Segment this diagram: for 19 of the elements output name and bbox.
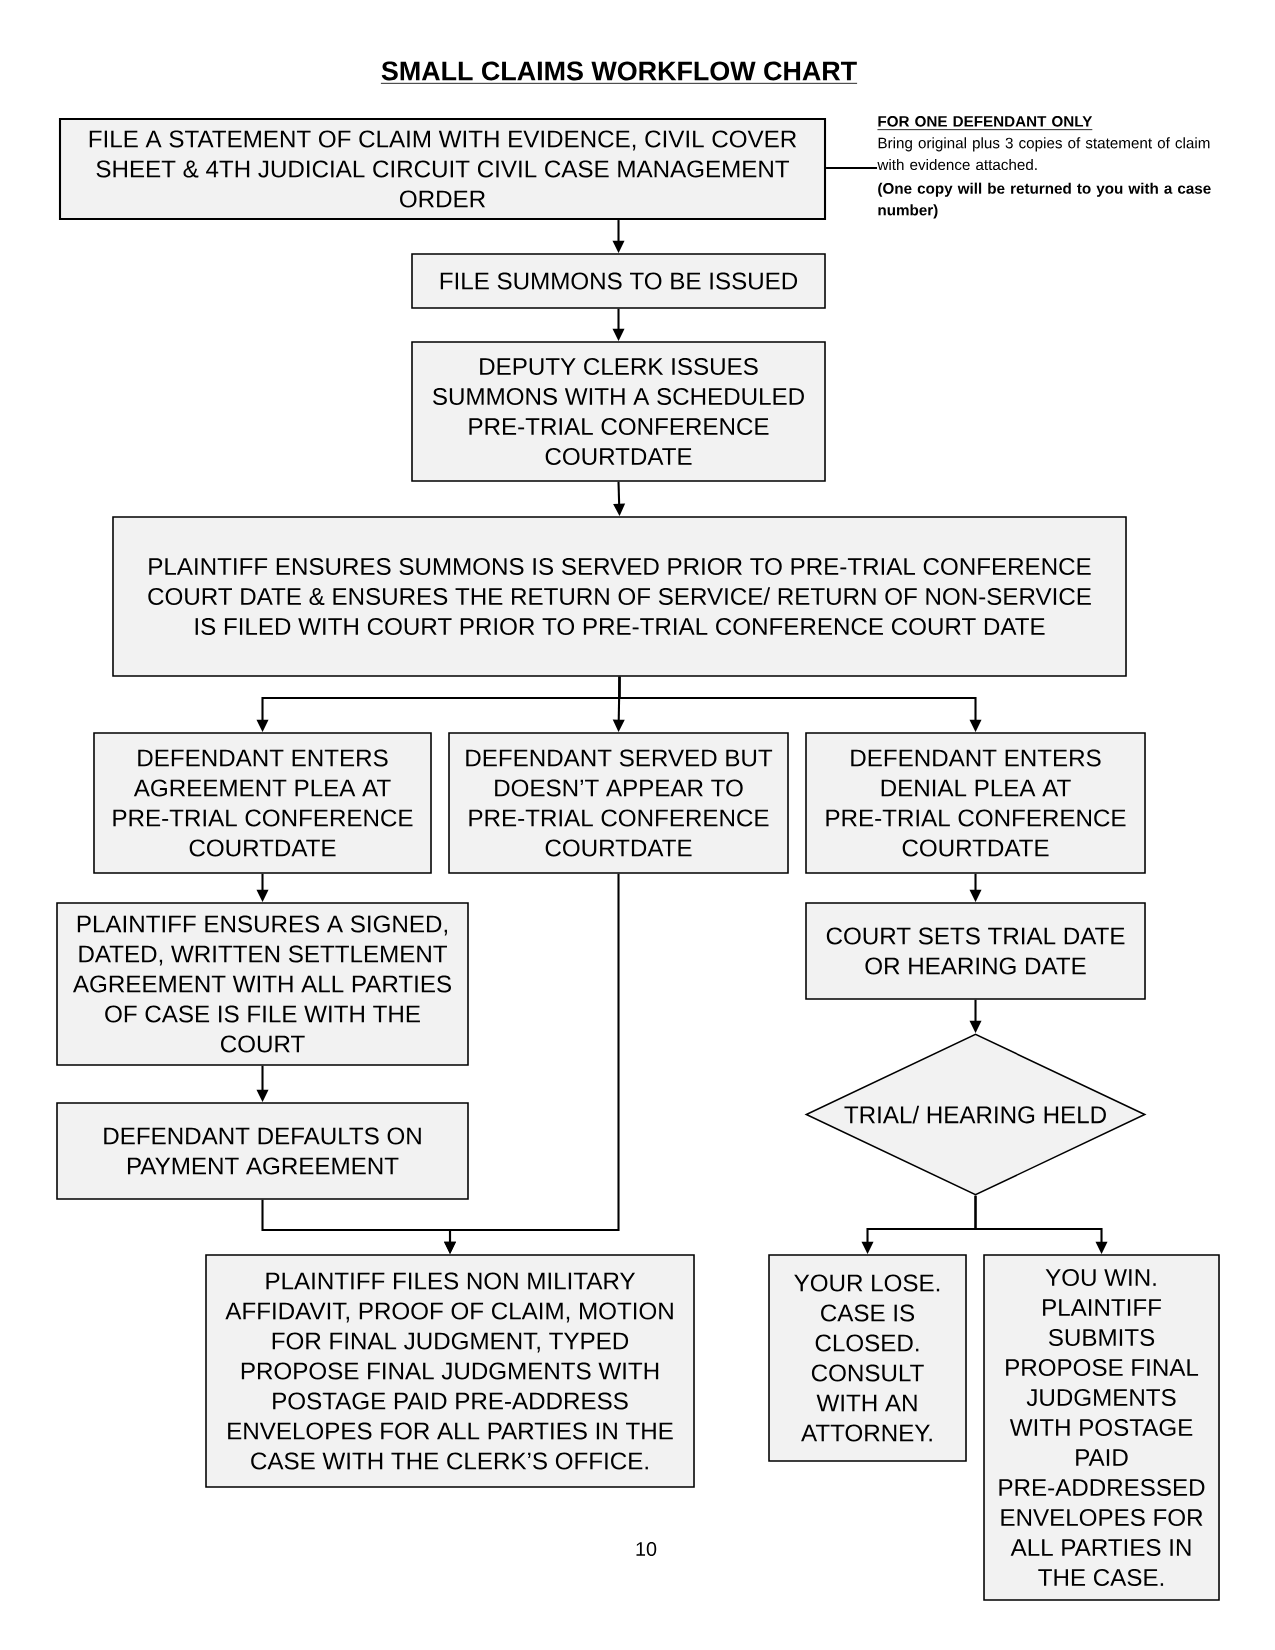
process-box: FILE SUMMONS TO BE ISSUED xyxy=(411,253,826,309)
process-box: PLAINTIFF ENSURES SUMMONS IS SERVED PRIOR TO PRE-TRIAL CONFERENCE COURT DATE & ENSURES THE RETURN OF SERVICE/ RETURN OF NON-SERVICE IS FILED WITH COURT PRIOR TO PRE-TRIAL CONFERENCE COURT DATE xyxy=(112,516,1127,677)
process-box: DEFENDANT ENTERS DENIAL PLEA AT PRE-TRIAL CONFERENCE COURTDATE xyxy=(805,732,1146,874)
process-box: DEFENDANT SERVED BUT DOESN’T APPEAR TO PRE-TRIAL CONFERENCE COURTDATE xyxy=(448,732,789,874)
process-box: PLAINTIFF FILES NON MILITARY AFFIDAVIT, PROOF OF CLAIM, MOTION FOR FINAL JUDGMENT, TYPED PROPOSE FINAL JUDGMENTS WITH POSTAGE PAID PRE-ADDRESS ENVELOPES FOR ALL PARTIES IN THE CASE WITH THE CLERK’S OFFICE. xyxy=(205,1254,695,1488)
chart-title: SMALL CLAIMS WORKFLOW CHART xyxy=(380,61,858,84)
connector-line xyxy=(826,166,877,170)
process-box: YOUR LOSE. CASE IS CLOSED. CONSULT WITH AN ATTORNEY. xyxy=(768,1254,967,1462)
process-box: YOU WIN. PLAINTIFF SUBMITS PROPOSE FINAL JUDGMENTS WITH POSTAGE PAID PRE-ADDRESSED ENVELOPES FOR ALL PARTIES IN THE CASE. xyxy=(983,1254,1220,1601)
process-box: DEFENDANT DEFAULTS ON PAYMENT AGREEMENT xyxy=(56,1102,469,1200)
process-box: PLAINTIFF ENSURES A SIGNED, DATED, WRITTEN SETTLEMENT AGREEMENT WITH ALL PARTIES OF CASE IS FILE WITH THE COURT xyxy=(56,902,469,1066)
note-heading: FOR ONE DEFENDANT ONLY xyxy=(877,115,1093,131)
note-text: (One copy will be returned to you with a case number) xyxy=(878,182,1211,219)
note-text: Bring original plus 3 copies of statement of claim with evidence attached. xyxy=(877,137,1210,171)
process-box: DEPUTY CLERK ISSUES SUMMONS WITH A SCHEDULED PRE-TRIAL CONFERENCE COURTDATE xyxy=(411,341,826,482)
process-box: DEFENDANT ENTERS AGREEMENT PLEA AT PRE-TRIAL CONFERENCE COURTDATE xyxy=(93,732,432,874)
process-box: FILE A STATEMENT OF CLAIM WITH EVIDENCE, CIVIL COVER SHEET & 4TH JUDICIAL CIRCUIT CIVIL CASE MANAGEMENT ORDER xyxy=(58,117,827,221)
process-box: COURT SETS TRIAL DATE OR HEARING DATE xyxy=(805,902,1146,1000)
page-number: 10 xyxy=(636,1542,657,1556)
